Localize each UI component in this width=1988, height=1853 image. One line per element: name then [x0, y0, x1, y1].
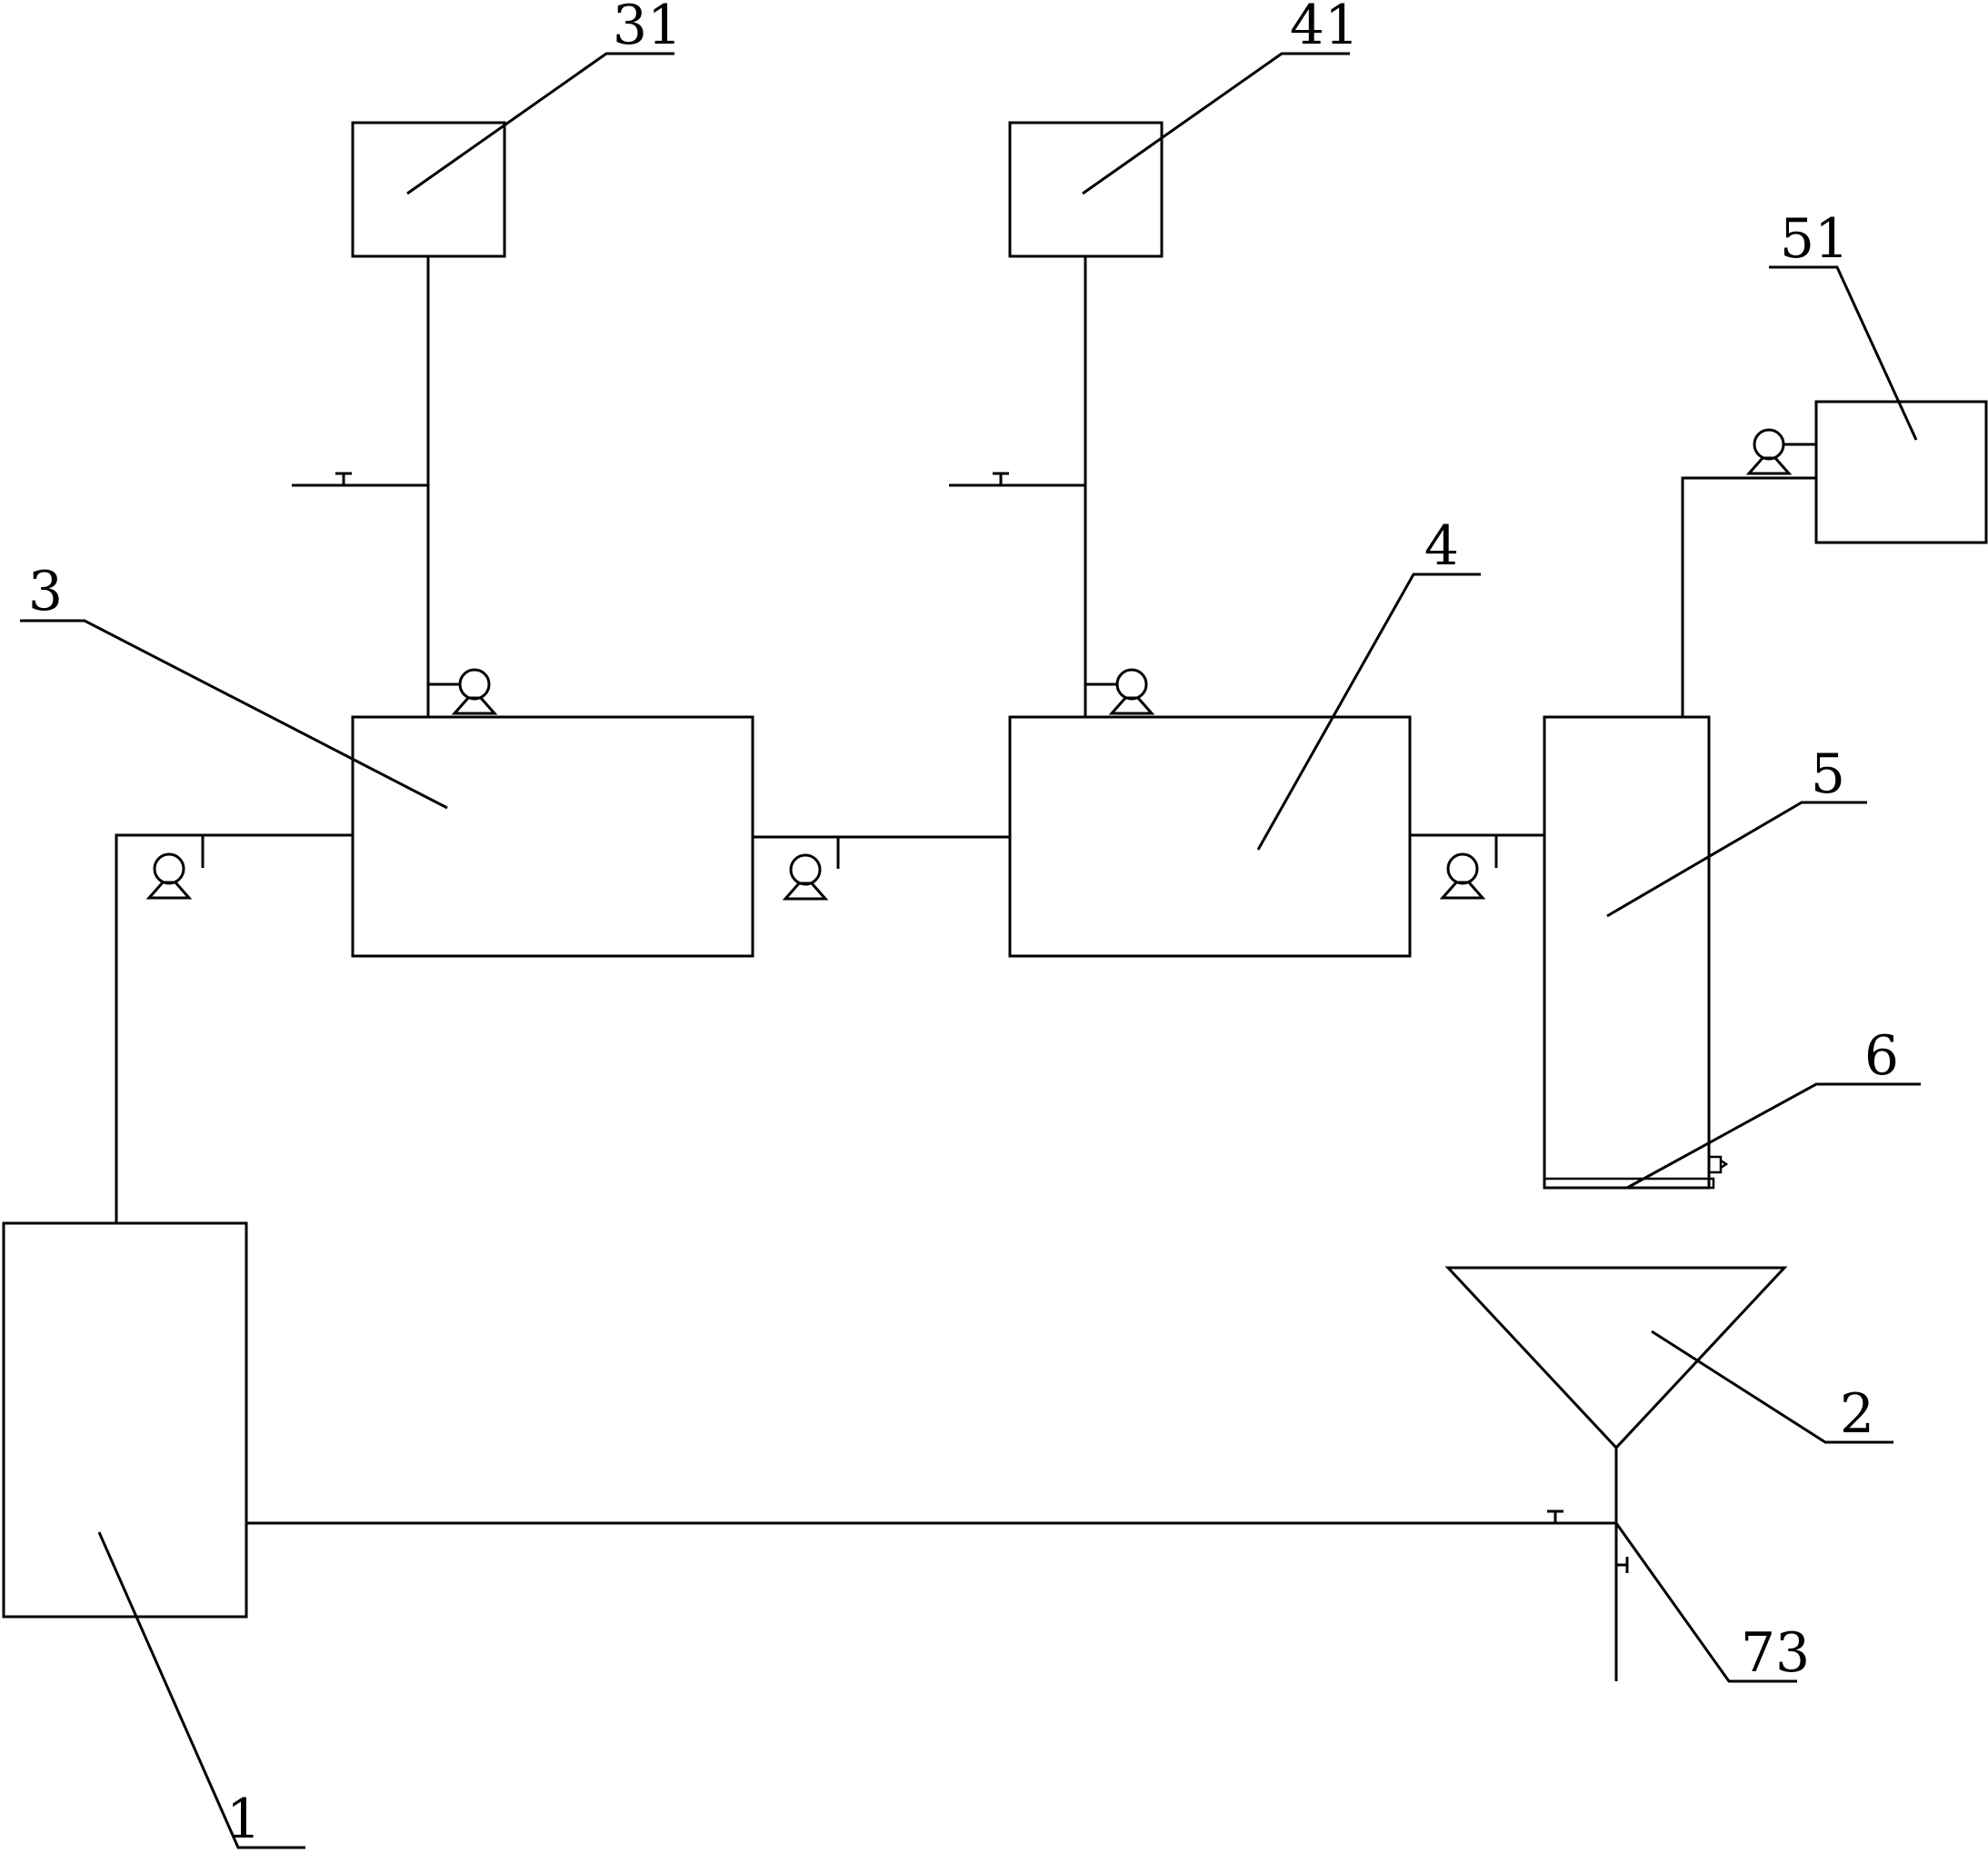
leader-51 [1769, 265, 1918, 441]
pump-icon [1110, 668, 1154, 715]
funnel-2 [1444, 1266, 1788, 1450]
pipe-1-to-3 [115, 833, 353, 1223]
label-31: 31 [613, 0, 682, 57]
pump-icon [1441, 852, 1484, 900]
leader-31 [406, 52, 674, 195]
pump-icon [784, 853, 827, 901]
vessel-4 [1008, 715, 1412, 958]
pump-icon [453, 668, 496, 715]
vessel-1 [2, 1221, 248, 1619]
label-41: 41 [1290, 0, 1359, 57]
pump-icon [1747, 428, 1791, 475]
label-51: 51 [1780, 207, 1849, 271]
leader-2 [1651, 1330, 1893, 1444]
vessel-3 [351, 715, 754, 958]
label-6: 6 [1864, 1024, 1899, 1088]
label-2: 2 [1840, 1382, 1874, 1446]
label-3: 3 [28, 560, 63, 623]
tank-41 [1008, 121, 1164, 258]
leader-1 [97, 1531, 305, 1849]
leader-5 [1606, 801, 1867, 918]
column-5 [1543, 715, 1711, 1190]
leader-3 [20, 619, 448, 810]
leader-6 [1626, 1082, 1921, 1190]
label-1: 1 [226, 1788, 261, 1851]
label-4: 4 [1424, 514, 1459, 578]
leader-41 [1082, 52, 1350, 195]
valve-6 [1707, 1155, 1723, 1174]
leader-4 [1256, 573, 1481, 851]
label-5: 5 [1811, 742, 1845, 806]
label-73: 73 [1741, 1621, 1810, 1685]
leader-73 [1614, 1522, 1797, 1683]
tank-31 [351, 121, 506, 258]
pipe-5-to-51 [1681, 476, 1816, 717]
pump-icon [147, 852, 191, 900]
tank-51 [1814, 400, 1988, 544]
